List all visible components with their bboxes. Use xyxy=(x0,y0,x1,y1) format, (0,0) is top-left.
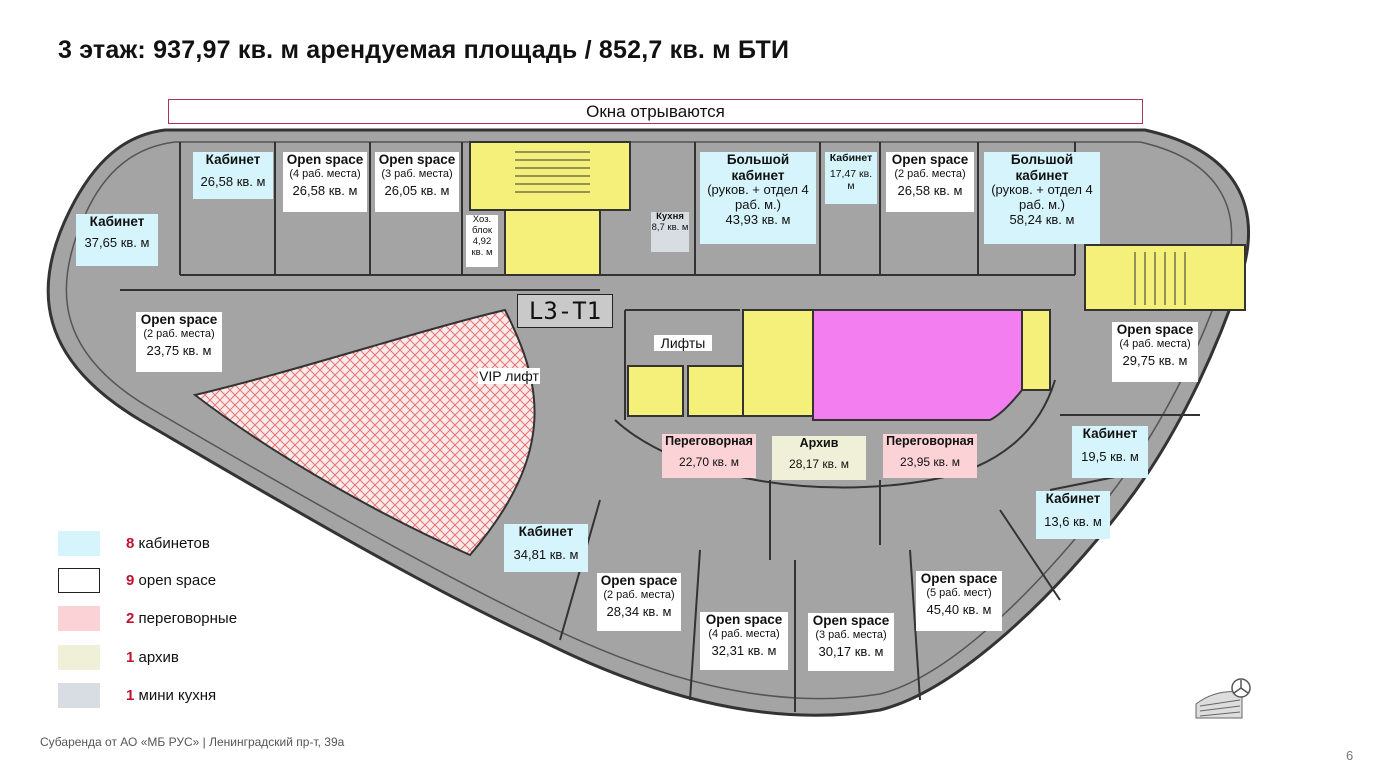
room-openspace-4: Open space(2 раб. места)23,75 кв. м xyxy=(136,312,222,372)
lift-shaft-2 xyxy=(687,365,744,417)
legend-swatch xyxy=(58,645,100,670)
room-openspace-2: Open space(3 раб. места)26,05 кв. м xyxy=(375,152,459,212)
room-openspace-6: Open space(2 раб. места)28,34 кв. м xyxy=(597,573,681,631)
lifts-label: Лифты xyxy=(654,335,712,352)
page-number: 6 xyxy=(1346,748,1354,763)
room-openspace-8: Open space(3 раб. места)30,17 кв. м xyxy=(808,613,894,671)
room-big-cabinet-1: Большой кабинет(руков. + отдел 4 раб. м.… xyxy=(700,152,816,244)
footer: Субаренда от АО «МБ РУС» | Ленинградский… xyxy=(40,735,345,749)
room-big-cabinet-2: Большой кабинет(руков. + отдел 4 раб. м.… xyxy=(984,152,1100,244)
wc-block xyxy=(812,309,1023,421)
room-openspace-7: Open space(4 раб. места)32,31 кв. м xyxy=(700,612,788,670)
floor-code: L3-T1 xyxy=(517,294,613,328)
vip-lift-area xyxy=(192,308,536,557)
room-openspace-1: Open space(4 раб. места)26,58 кв. м xyxy=(283,152,367,212)
room-openspace-9: Open space(5 раб. мест)45,40 кв. м xyxy=(916,571,1002,631)
lift-shaft-4 xyxy=(1021,309,1051,391)
lift-shaft-3 xyxy=(742,309,814,417)
walls xyxy=(120,142,1200,712)
lift-shaft-1 xyxy=(627,365,684,417)
room-openspace-3: Open space(2 раб. места)26,58 кв. м xyxy=(886,152,974,212)
windows-banner: Окна отрываются xyxy=(168,99,1143,124)
room-openspace-5: Open space(4 раб. места)29,75 кв. м xyxy=(1112,322,1198,382)
legend-swatch xyxy=(58,531,100,556)
building-outline xyxy=(46,128,1250,717)
building-logo-icon xyxy=(1195,678,1251,719)
vip-lift-label: VIP лифт xyxy=(478,368,540,385)
legend-swatch xyxy=(58,683,100,708)
legend-swatch xyxy=(58,568,100,593)
stairs-top-2 xyxy=(504,209,601,276)
page-title: 3 этаж: 937,97 кв. м арендуемая площадь … xyxy=(58,36,790,64)
legend-swatch xyxy=(58,606,100,631)
